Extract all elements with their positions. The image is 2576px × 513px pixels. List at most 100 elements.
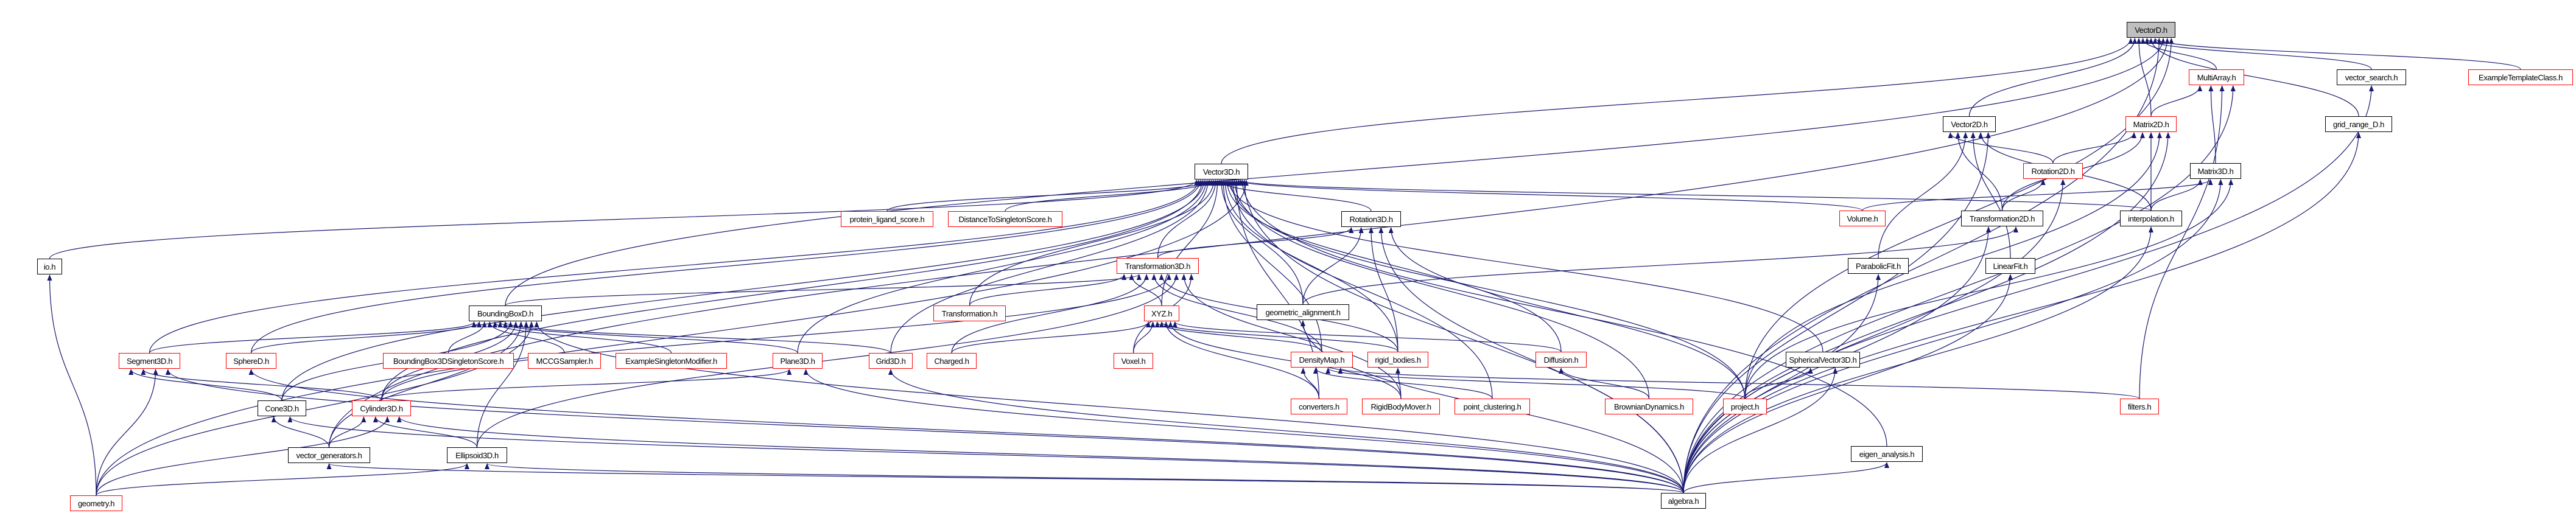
node-project[interactable]: project.h bbox=[1723, 399, 1767, 414]
node-charged[interactable]: Charged.h bbox=[927, 353, 977, 369]
node-linearfit[interactable]: LinearFit.h bbox=[1985, 258, 2035, 274]
edge-algebra-includes-matrix3d bbox=[1683, 179, 2223, 494]
node-rigidbodymover[interactable]: RigidBodyMover.h bbox=[1362, 399, 1440, 414]
node-label: Vector2D.h bbox=[1951, 119, 1988, 129]
node-segment3d[interactable]: Segment3D.h bbox=[119, 353, 180, 369]
node-plane3d[interactable]: Plane3D.h bbox=[773, 353, 823, 369]
edge-rotation2d-includes-matrix2d bbox=[2052, 132, 2136, 164]
node-algebra[interactable]: algebra.h bbox=[1661, 493, 1706, 509]
node-distancetosingletonscore[interactable]: DistanceToSingletonScore.h bbox=[948, 211, 1062, 227]
edge-parabolicfit-includes-vector2d bbox=[1878, 132, 1968, 259]
edge-cylinder3d-includes-transformation3d bbox=[381, 274, 1171, 401]
node-vector3d[interactable]: Vector3D.h bbox=[1195, 164, 1248, 180]
node-ellipsoid3d[interactable]: Ellipsoid3D.h bbox=[447, 447, 507, 463]
node-examplesingletonmodifier[interactable]: ExampleSingletonModifier.h bbox=[616, 353, 727, 369]
node-vector2d[interactable]: Vector2D.h bbox=[1943, 116, 1996, 132]
node-label: Transformation2D.h bbox=[1969, 214, 2035, 223]
node-grid3d[interactable]: Grid3D.h bbox=[869, 353, 913, 369]
node-label: DensityMap.h bbox=[1299, 355, 1345, 365]
node-volume[interactable]: Volume.h bbox=[1839, 211, 1886, 226]
edge-algebra-includes-vector_generators bbox=[327, 463, 1684, 494]
node-converters[interactable]: converters.h bbox=[1291, 399, 1347, 414]
node-matrix2d[interactable]: Matrix2D.h bbox=[2125, 116, 2177, 132]
edge-voxel-includes-xyz bbox=[1132, 321, 1156, 354]
edge-volume-includes-vector3d bbox=[1236, 180, 1863, 211]
node-matrix3d[interactable]: Matrix3D.h bbox=[2190, 163, 2241, 179]
node-rigid-bodies[interactable]: rigid_bodies.h bbox=[1367, 352, 1428, 368]
node-label: Volume.h bbox=[1847, 214, 1878, 223]
edge-grid_range_d-includes-vectord bbox=[2149, 38, 2359, 117]
node-label: Voxel.h bbox=[1121, 356, 1146, 366]
node-label: algebra.h bbox=[1668, 496, 1699, 506]
node-cone3d[interactable]: Cone3D.h bbox=[258, 400, 306, 416]
node-densitymap[interactable]: DensityMap.h bbox=[1291, 352, 1353, 368]
node-transformation[interactable]: Transformation.h bbox=[933, 305, 1006, 321]
edge-algebra-includes-rotation2d bbox=[1683, 179, 2066, 494]
node-vector-search[interactable]: vector_search.h bbox=[2337, 69, 2406, 85]
node-vectord[interactable]: VectorD.h bbox=[2127, 22, 2175, 38]
node-label: Transformation.h bbox=[941, 309, 998, 318]
node-xyz[interactable]: XYZ.h bbox=[1144, 305, 1179, 321]
node-rotation3d[interactable]: Rotation3D.h bbox=[1341, 211, 1401, 227]
node-grid-range-d[interactable]: grid_range_D.h bbox=[2325, 116, 2392, 132]
node-multiarray[interactable]: MultiArray.h bbox=[2189, 69, 2244, 85]
node-eigen-analysis[interactable]: eigen_analysis.h bbox=[1851, 446, 1923, 462]
node-rotation2d[interactable]: Rotation2D.h bbox=[2023, 163, 2083, 179]
edge-transformation2d-includes-vector2d bbox=[1955, 132, 2003, 211]
node-label: VectorD.h bbox=[2135, 25, 2167, 35]
node-browniandynamics[interactable]: BrownianDynamics.h bbox=[1605, 399, 1693, 414]
node-mccgsampler[interactable]: MCCGSampler.h bbox=[528, 353, 601, 369]
edge-protein_ligand_score-includes-vector3d bbox=[886, 180, 1212, 212]
node-label: SphericalVector3D.h bbox=[1789, 355, 1857, 365]
node-label: SphereD.h bbox=[233, 356, 269, 366]
edge-project-includes-sphericalvector3d bbox=[1744, 368, 1813, 399]
edge-browniandynamics-includes-vector3d bbox=[1232, 180, 1650, 399]
node-label: ExampleSingletonModifier.h bbox=[625, 356, 717, 366]
node-label: BoundingBoxD.h bbox=[477, 309, 533, 318]
node-transformation2d[interactable]: Transformation2D.h bbox=[1961, 211, 2043, 226]
edge-algebra-includes-vector_search bbox=[1683, 85, 2374, 494]
node-geometric-alignment[interactable]: geometric_alignment.h bbox=[1257, 304, 1349, 320]
edge-algebra-includes-segment3d bbox=[166, 369, 1684, 494]
node-boundingboxd[interactable]: BoundingBoxD.h bbox=[469, 305, 542, 321]
edge-charged-includes-transformation3d bbox=[951, 274, 1149, 354]
node-label: Matrix3D.h bbox=[2197, 166, 2234, 176]
edge-algebra-includes-vector3d bbox=[1241, 180, 1684, 494]
edge-geometry-includes-segment3d bbox=[96, 369, 158, 496]
edge-filters-includes-multiarray bbox=[2139, 85, 2225, 399]
node-filters[interactable]: filters.h bbox=[2120, 399, 2159, 414]
edge-rigidbodymover-includes-transformation3d bbox=[1181, 274, 1402, 399]
edge-algebra-includes-ellipsoid3d bbox=[485, 463, 1684, 494]
node-sphered[interactable]: SphereD.h bbox=[226, 353, 276, 369]
node-cylinder3d[interactable]: Cylinder3D.h bbox=[352, 400, 411, 416]
node-parabolicfit[interactable]: ParabolicFit.h bbox=[1848, 258, 1909, 274]
node-vector-generators[interactable]: vector_generators.h bbox=[288, 447, 370, 463]
node-sphericalvector3d[interactable]: SphericalVector3D.h bbox=[1786, 352, 1860, 368]
node-io[interactable]: io.h bbox=[37, 259, 62, 274]
node-exampletemplateclass[interactable]: ExampleTemplateClass.h bbox=[2468, 69, 2573, 85]
node-geometry[interactable]: geometry.h bbox=[70, 495, 122, 511]
edge-vector_generators-includes-cylinder3d bbox=[328, 416, 367, 448]
edge-converters-includes-densitymap bbox=[1300, 368, 1320, 399]
edge-segment3d-includes-vector3d bbox=[149, 180, 1201, 354]
node-voxel[interactable]: Voxel.h bbox=[1114, 353, 1153, 369]
edge-segment3d-includes-boundingboxd bbox=[149, 321, 477, 354]
node-boundingbox3dsingletonscore[interactable]: BoundingBox3DSingletonScore.h bbox=[383, 353, 514, 369]
edge-ellipsoid3d-includes-transformation3d bbox=[476, 274, 1179, 448]
edge-interpolation-includes-matrix3d bbox=[2150, 179, 2203, 211]
edge-vector2d-includes-vectord bbox=[1968, 38, 2138, 117]
edge-sphered-includes-boundingboxd bbox=[250, 321, 482, 354]
node-label: geometric_alignment.h bbox=[1265, 307, 1341, 317]
edge-grid3d-includes-boundingboxd bbox=[503, 321, 891, 354]
node-transformation3d[interactable]: Transformation3D.h bbox=[1117, 258, 1199, 274]
node-diffusion[interactable]: Diffusion.h bbox=[1535, 352, 1587, 368]
node-point-clustering[interactable]: point_clustering.h bbox=[1455, 399, 1530, 414]
edge-multiarray-includes-vectord bbox=[2140, 38, 2217, 70]
edge-geometry-includes-ellipsoid3d bbox=[96, 463, 469, 496]
edge-rigidbodymover-includes-rigid_bodies bbox=[1395, 368, 1402, 399]
edge-diffusion-includes-vector3d bbox=[1224, 180, 1562, 352]
node-protein-ligand-score[interactable]: protein_ligand_score.h bbox=[841, 211, 933, 227]
edge-volume-includes-matrix3d bbox=[1862, 179, 2213, 211]
node-interpolation[interactable]: interpolation.h bbox=[2120, 211, 2182, 226]
